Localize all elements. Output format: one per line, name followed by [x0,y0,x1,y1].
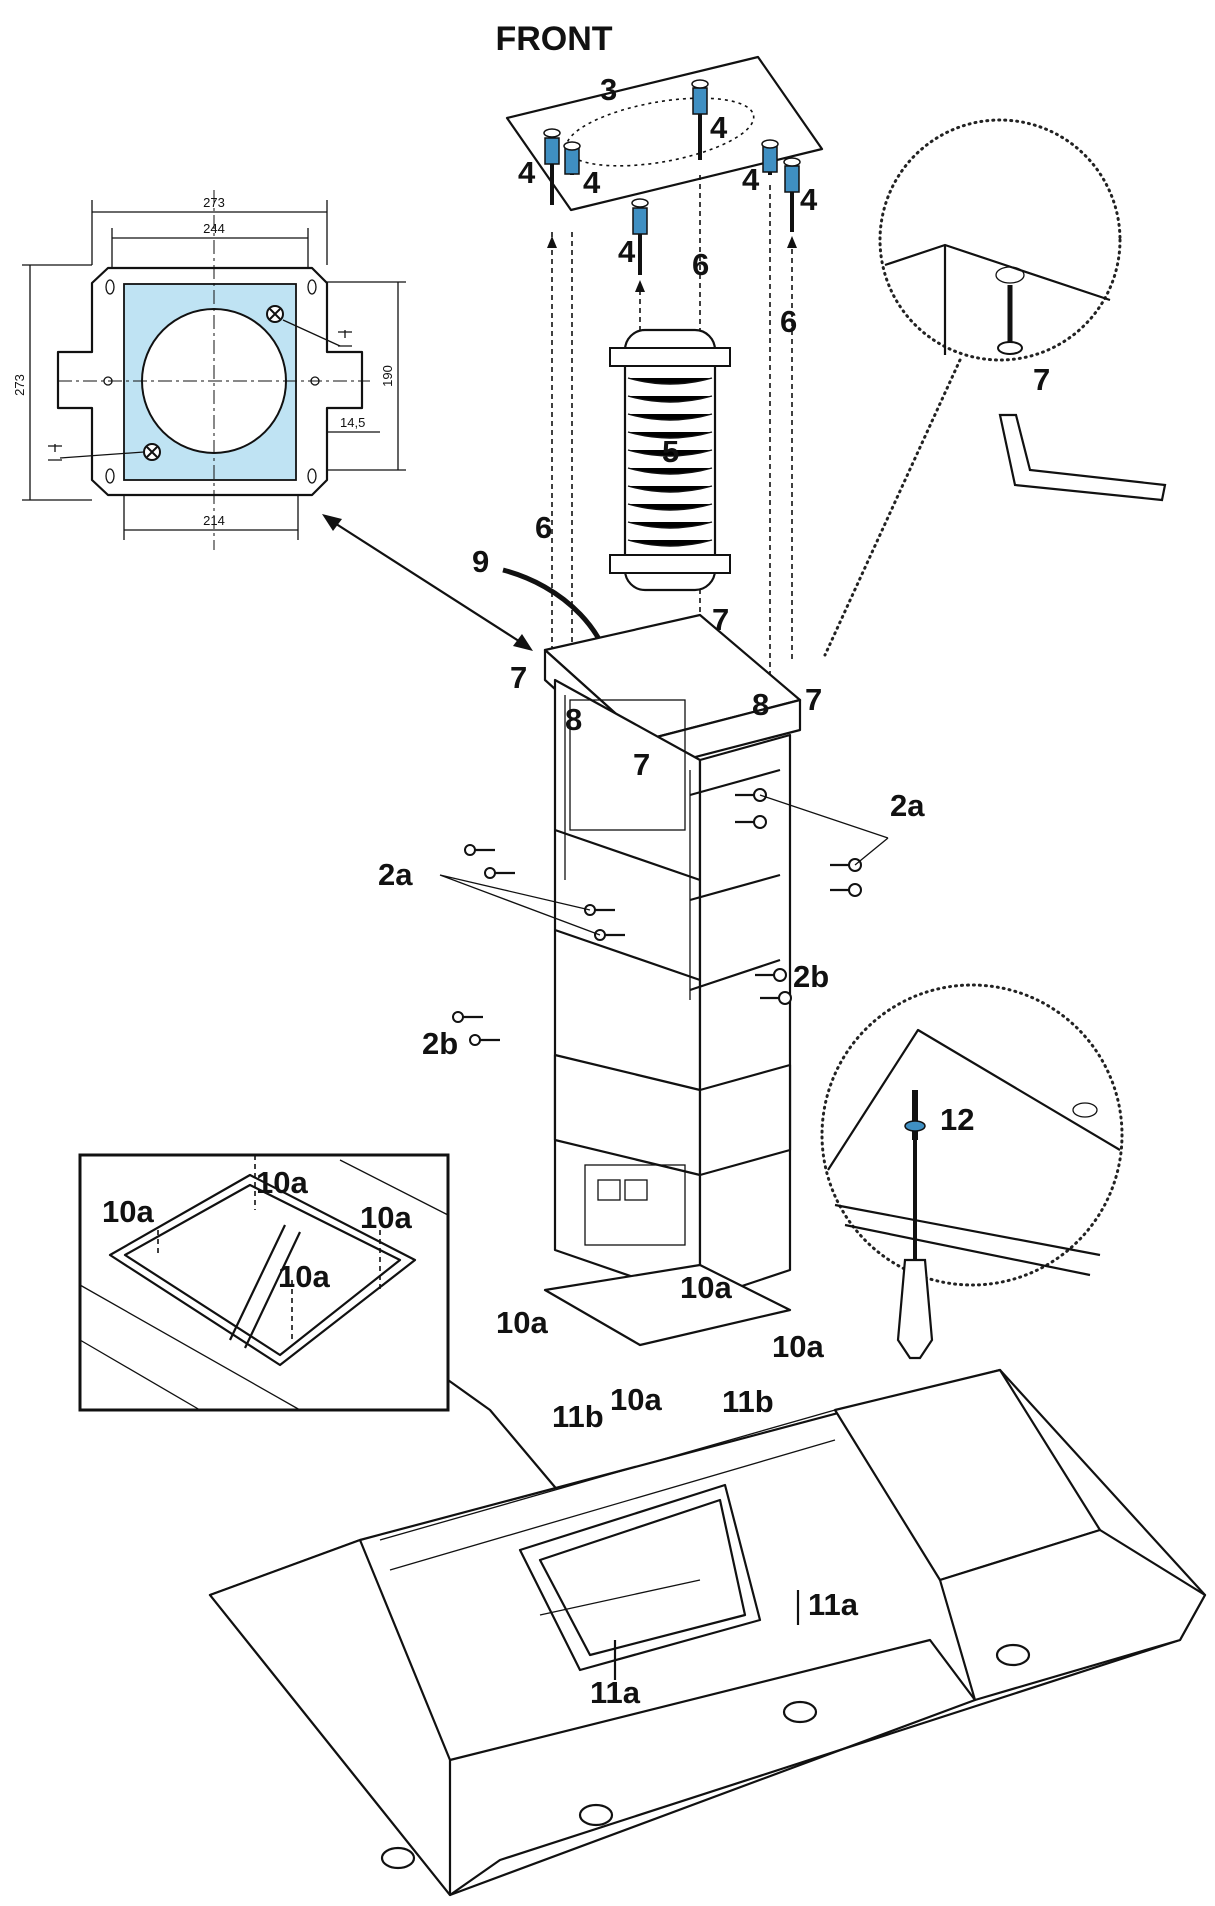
diagram-title: FRONT [495,20,612,58]
hood-canopy [208,1368,1207,1897]
callout-8: 8 [752,687,769,722]
callout-10a: 10a [496,1305,548,1340]
screw-icon [761,139,779,175]
callout-11a: 11a [808,1587,859,1622]
dim-inner-width: 244 [203,221,225,236]
bracket-link-arrow [322,514,533,651]
mounting-bracket-drawing: 273 244 214 273 190 14,5 [12,190,406,550]
screwdriver-icon [896,1258,934,1360]
callout-4: 4 [710,110,728,145]
detail-circle-top [823,118,1122,657]
screw-icon [830,858,862,872]
callout-10a: 10a [102,1194,154,1229]
callout-6: 6 [535,510,552,545]
screw-icon [735,788,767,802]
detail-circle-screwdriver [820,983,1124,1360]
callout-4: 4 [742,162,760,197]
callout-7: 7 [1033,362,1050,397]
callout-2b: 2b [422,1026,458,1061]
plate-screws [543,79,801,275]
screw-icon [464,844,495,856]
screw-icon [543,128,561,205]
callout-4: 4 [583,165,601,200]
inset-bottom-frame [78,1153,450,1412]
column-frame [224,613,802,1347]
callout-11a: 11a [590,1675,641,1710]
side-screws [439,788,889,1046]
screw-icon [760,991,792,1005]
dim-height-left: 273 [12,374,27,396]
callout-10a: 10a [278,1259,330,1294]
callout-10a: 10a [772,1329,824,1364]
callout-7: 7 [805,682,822,717]
screw-icon [584,904,615,916]
screw-icon [631,198,649,275]
callout-9: 9 [472,544,489,579]
callout-5: 5 [662,434,679,469]
flexible-duct [609,328,731,592]
callout-7: 7 [712,602,729,637]
callout-10a: 10a [256,1165,308,1200]
screw-icon [469,1034,500,1046]
callout-6: 6 [780,304,797,339]
callout-labels: 3 4 4 4 4 4 4 6 6 6 5 7 7 7 7 7 8 8 9 2a… [102,72,1050,1710]
callout-4: 4 [618,234,636,269]
screw-icon [452,1011,483,1023]
callout-4: 4 [518,155,536,190]
dim-height-right: 190 [380,365,395,387]
screw-icon [484,867,515,879]
screw-icon [755,968,787,982]
allen-key-icon [998,413,1167,502]
screw-icon [783,157,801,232]
callout-10a: 10a [610,1382,662,1417]
callout-4: 4 [800,182,818,217]
callout-12: 12 [940,1102,974,1137]
callout-10a: 10a [680,1270,732,1305]
callout-11b: 11b [552,1399,604,1434]
screw-icon [830,883,862,897]
callout-2b: 2b [793,959,829,994]
dim-offset: 14,5 [340,415,365,430]
ceiling-plate [505,55,824,212]
callout-3: 3 [600,72,617,107]
callout-2a: 2a [890,788,925,823]
callout-11b: 11b [722,1384,774,1419]
dim-bottom-width: 214 [203,513,225,528]
callout-2a: 2a [378,857,413,892]
callout-7: 7 [633,747,650,782]
callout-8: 8 [565,702,582,737]
callout-10a: 10a [360,1200,412,1235]
dim-outer-width: 273 [203,195,225,210]
screw-icon [735,815,767,829]
callout-7: 7 [510,660,527,695]
callout-6: 6 [692,247,709,282]
screw-icon [691,79,709,160]
screw-icon [563,141,581,175]
